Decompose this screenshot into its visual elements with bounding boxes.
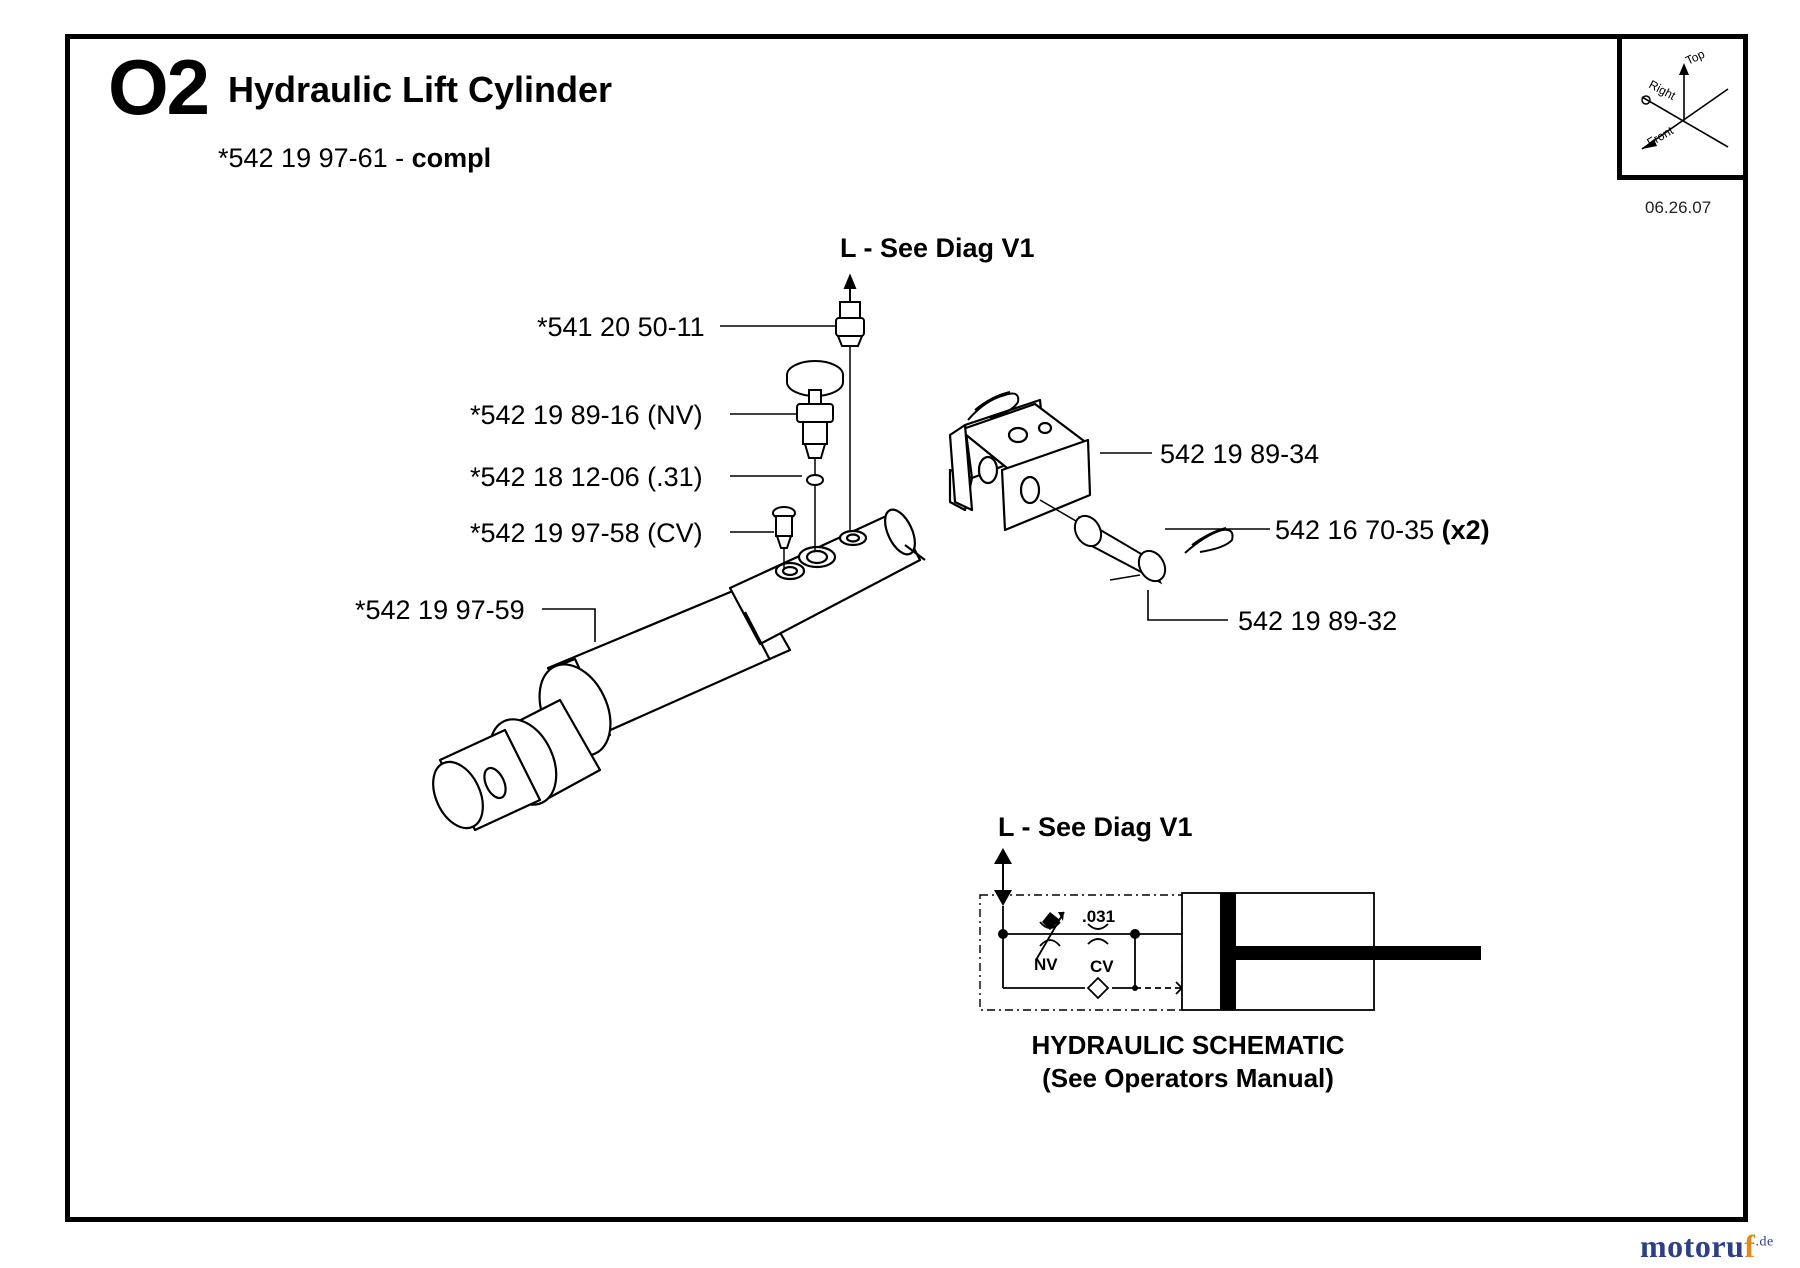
part-542-19-97-59: *542 19 97-59 [355,595,525,625]
needle-valve-542-19-89-16 [786,360,844,486]
part-542-16-70-35-number: 542 16 70-35 [1275,515,1434,545]
cylinder-drawing [432,508,926,832]
clevis-pin-542-19-89-32 [1073,514,1167,585]
watermark-tld: .de [1755,1234,1774,1250]
part-542-18-12-06: *542 18 12-06 (.31) [470,462,703,492]
part-542-16-70-35-qty: (x2) [1442,515,1490,545]
section-title: Hydraulic Lift Cylinder [228,69,613,110]
assembly-suffix: compl [411,143,492,173]
needle-valve-label: NV [1034,955,1058,974]
clevis-bracket-542-19-89-34 [948,398,1092,532]
assembly-part-number: *542 19 97-61 - compl [218,143,492,174]
schematic-port-label: L - See Diag V1 [998,812,1193,842]
schematic-piston-rod [1236,946,1481,960]
orifice-label: .031 [1082,907,1115,926]
check-valve-label: CV [1090,957,1114,976]
schematic-title: HYDRAULIC SCHEMATIC [1032,1030,1345,1060]
part-542-19-97-58: *542 19 97-58 (CV) [470,518,703,548]
part-541-20-50-11: *541 20 50-11 [537,312,705,342]
exploded-port-label: L - See Diag V1 [840,233,1035,263]
compass-arrows-icon: Top Right Front [1641,47,1729,150]
callout-leaders [542,325,1270,642]
schematic-subtitle: (See Operators Manual) [1042,1063,1334,1093]
part-542-16-70-35: 542 16 70-35 (x2) [1275,515,1490,545]
watermark-text: motoru [1640,1228,1745,1264]
watermark-accent: f [1744,1228,1756,1264]
check-valve-542-19-97-58 [772,506,796,549]
watermark-logo: motoruf.de [1640,1228,1774,1265]
page-frame [65,34,1748,1222]
part-542-19-89-32: 542 19 89-32 [1238,606,1397,636]
part-542-19-89-34: 542 19 89-34 [1160,439,1319,469]
part-542-19-89-16: *542 19 89-16 (NV) [470,400,703,430]
section-number: O2 [108,43,210,131]
orientation-compass: Top Right Front [1617,34,1748,180]
schematic-piston [1220,893,1236,1010]
assembly-part-number-text: *542 19 97-61 - [218,143,412,173]
revision-date: 06.26.07 [1645,198,1712,217]
fitting-541-20-50-11 [835,273,865,347]
hydraulic-schematic: L - See Diag V1 [979,812,1481,1093]
